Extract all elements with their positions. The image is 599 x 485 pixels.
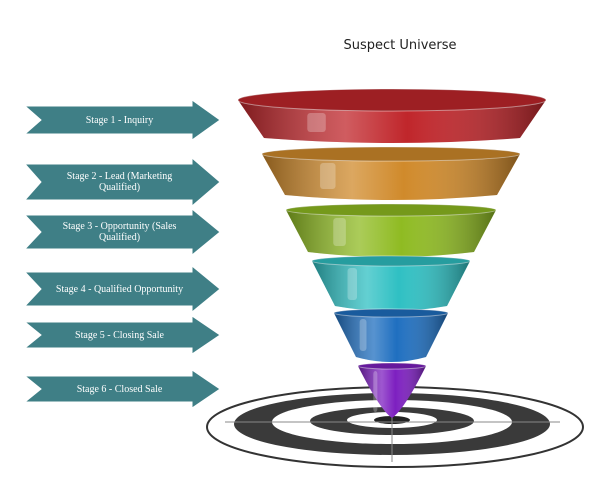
diagram-title: Suspect Universe [343,38,457,53]
stage-arrow [23,156,221,208]
funnel [237,88,547,418]
stage-label: Stage 4 - Qualified Opportunity [55,283,184,295]
funnel-band [237,88,547,143]
stage-label: Stage 6 - Closed Sale [76,383,163,395]
stage-arrow [23,315,221,355]
stage-arrows [23,99,221,409]
funnel-band [261,146,521,200]
stage-arrow [23,264,221,314]
funnel-band [311,255,471,311]
funnel-band [333,308,449,362]
stage-arrow [23,99,221,141]
stage-label: Stage 2 - Lead (Marketing Qualified) [66,171,173,193]
stage-label: Stage 5 - Closing Sale [75,329,164,341]
target-icon [206,386,584,468]
stage-arrow [23,369,221,409]
stage-label: Stage 3 - Opportunity (Sales Qualified) [62,221,177,243]
funnel-band [357,362,427,418]
stage-label: Stage 1 - Inquiry [85,114,154,126]
stage-arrow [23,207,221,257]
funnel-band [285,203,497,257]
